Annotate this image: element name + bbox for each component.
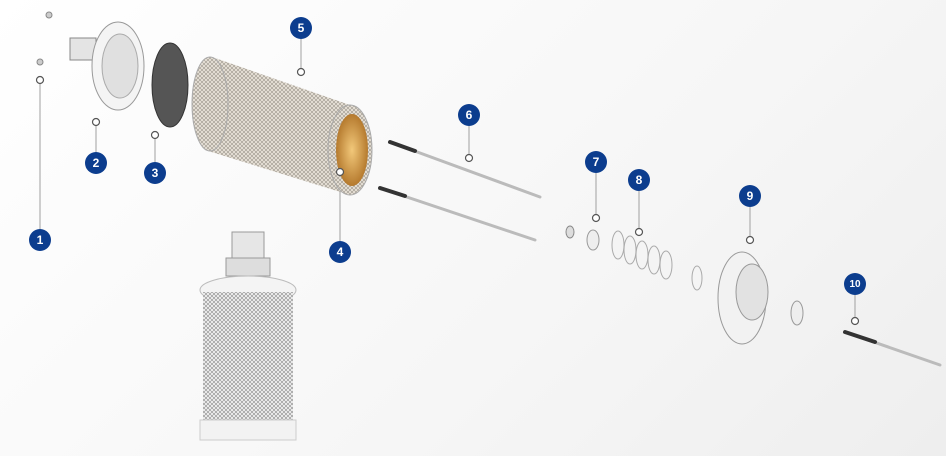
part-4-bronze-element <box>336 114 368 186</box>
callout-4: 4 <box>329 241 351 263</box>
callout-1: 1 <box>29 229 51 251</box>
callout-6: 6 <box>458 104 480 126</box>
callout-5: 5 <box>290 17 312 39</box>
assembled-silencer <box>199 231 297 441</box>
part-3-mesh-disc <box>151 42 189 128</box>
callout-10: 10 <box>844 273 866 295</box>
callout-2: 2 <box>85 152 107 174</box>
part-7-washer <box>565 225 600 251</box>
callout-8: 8 <box>628 169 650 191</box>
part-1-screw <box>36 11 53 66</box>
callout-9: 9 <box>739 185 761 207</box>
leader-dots <box>35 67 860 326</box>
part-2-housing <box>69 21 145 111</box>
part-10-bolt <box>843 330 942 367</box>
callout-3: 3 <box>144 162 166 184</box>
part-6-tie-rods <box>378 140 542 242</box>
callout-7: 7 <box>585 151 607 173</box>
part-8-spring <box>611 230 703 291</box>
part-9-end-cap <box>717 251 804 345</box>
